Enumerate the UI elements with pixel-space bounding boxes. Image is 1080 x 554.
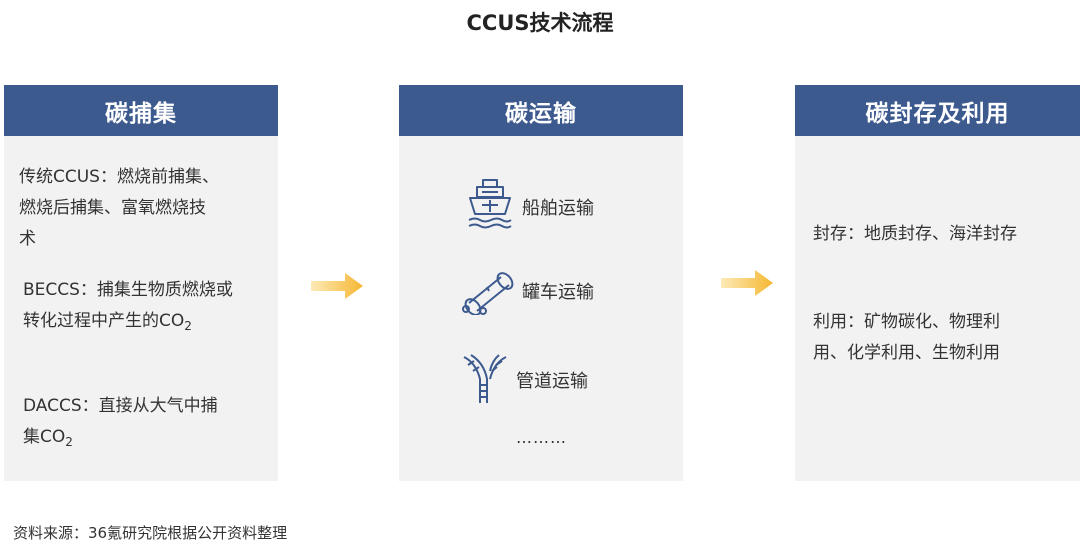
- storage-item: 封存：地质封存、海洋封存: [813, 224, 1017, 244]
- capture-item-beccs-line: 转化过程中产生的CO2: [23, 311, 192, 333]
- transport-label-pipeline: 管道运输: [516, 371, 588, 392]
- capture-header: 碳捕集: [4, 85, 278, 136]
- transport-more: ………: [516, 428, 567, 447]
- diagram-title: CCUS技术流程: [466, 11, 614, 35]
- capture-item-traditional-line: 传统CCUS：燃烧前捕集、: [19, 167, 219, 187]
- ship-icon: [468, 179, 512, 229]
- capture-item-beccs-line: BECCS：捕集生物质燃烧或: [23, 280, 233, 300]
- utilization-item: 利用：矿物碳化、物理利 用、化学利用、生物利用: [813, 307, 1000, 369]
- source-note: 资料来源：36氪研究院根据公开资料整理: [13, 524, 288, 542]
- capture-panel: 碳捕集 传统CCUS：燃烧前捕集、 燃烧后捕集、富氧燃烧技 术 BECCS：捕集…: [4, 85, 278, 481]
- capture-item-traditional-line: 术: [19, 229, 36, 249]
- capture-item-traditional: 传统CCUS：燃烧前捕集、 燃烧后捕集、富氧燃烧技 术: [19, 162, 219, 255]
- storage-panel: 碳封存及利用 封存：地质封存、海洋封存 利用：矿物碳化、物理利 用、化学利用、生…: [795, 85, 1080, 481]
- storage-header: 碳封存及利用: [795, 85, 1080, 136]
- capture-item-daccs-line: DACCS：直接从大气中捕: [23, 396, 218, 416]
- capture-item-daccs-line: 集CO2: [23, 427, 73, 449]
- tank-truck-icon: [462, 272, 514, 315]
- capture-item-traditional-line: 燃烧后捕集、富氧燃烧技: [19, 198, 206, 218]
- flow-arrow-icon: [721, 270, 773, 296]
- transport-label-truck: 罐车运输: [522, 282, 594, 303]
- pipeline-icon: [463, 354, 507, 403]
- capture-item-daccs: DACCS：直接从大气中捕 集CO2: [23, 391, 218, 458]
- transport-label-ship: 船舶运输: [522, 198, 594, 219]
- utilization-item-line: 用、化学利用、生物利用: [813, 343, 1000, 363]
- capture-item-beccs: BECCS：捕集生物质燃烧或 转化过程中产生的CO2: [23, 275, 233, 342]
- utilization-item-line: 利用：矿物碳化、物理利: [813, 312, 1000, 332]
- transport-header: 碳运输: [399, 85, 683, 136]
- transport-panel: 碳运输 船舶运输 罐车运输: [399, 85, 683, 481]
- flow-arrow-icon: [311, 273, 363, 299]
